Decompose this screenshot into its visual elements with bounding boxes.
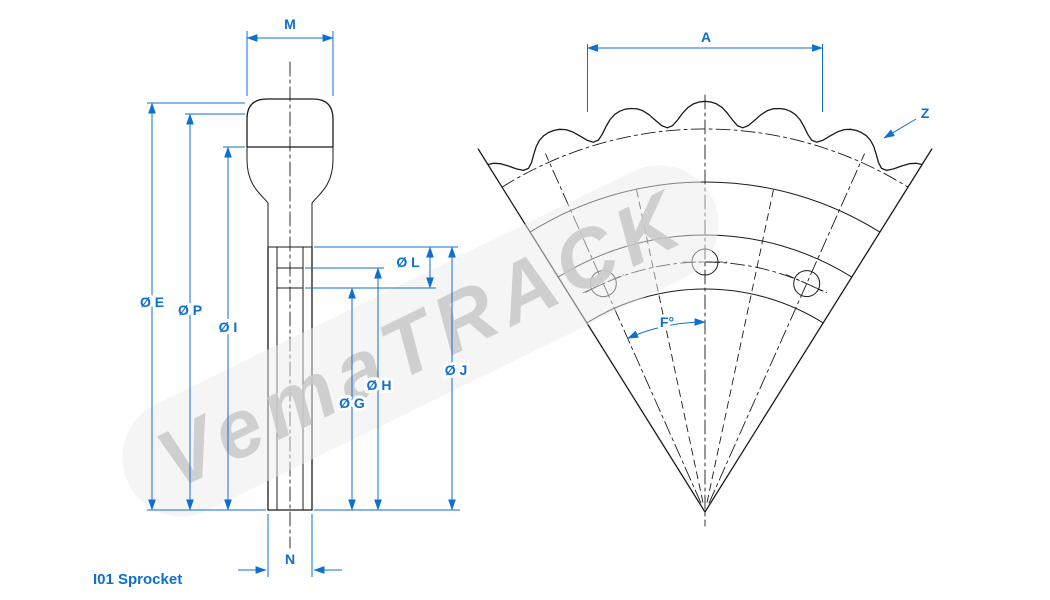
- sector-dimensions: A Z F°: [586, 26, 933, 339]
- drawing-title: I01 Sprocket: [93, 571, 182, 588]
- section-dimensions: M Ø E Ø P Ø I Ø L Ø H Ø G Ø J: [137, 13, 470, 577]
- dim-arc-f: [627, 318, 706, 339]
- dim-label-f: F°: [660, 314, 674, 330]
- dim-label-p: Ø P: [178, 302, 202, 318]
- tooth-cap-outline: [246, 98, 334, 148]
- dim-label-j: Ø J: [445, 362, 468, 378]
- dim-label-l: Ø L: [396, 254, 420, 270]
- dim-label-g: Ø G: [339, 395, 365, 411]
- radial-line-right-hole: [708, 153, 865, 504]
- bore-groove-hatch: [276, 267, 304, 289]
- watermark-capsule: [122, 165, 719, 517]
- watermark: VemaTRACK: [122, 165, 719, 517]
- leader-line-z: [883, 118, 917, 139]
- dim-label-e: Ø E: [140, 294, 164, 310]
- dim-label-i: Ø I: [219, 319, 238, 335]
- hole-tick-right: [786, 274, 828, 294]
- dim-label-a: A: [701, 29, 711, 45]
- dim-label-n: N: [285, 551, 295, 567]
- dim-label-m: M: [284, 16, 296, 32]
- radial-line-right-mid: [706, 184, 775, 503]
- sprocket-teeth-outline: [477, 100, 933, 513]
- dim-label-z: Z: [921, 105, 930, 121]
- root-pitch-arc: [501, 128, 909, 188]
- dim-label-h: Ø H: [367, 377, 392, 393]
- watermark-text: VemaTRACK: [144, 173, 700, 507]
- bolt-hole-right: [793, 270, 821, 298]
